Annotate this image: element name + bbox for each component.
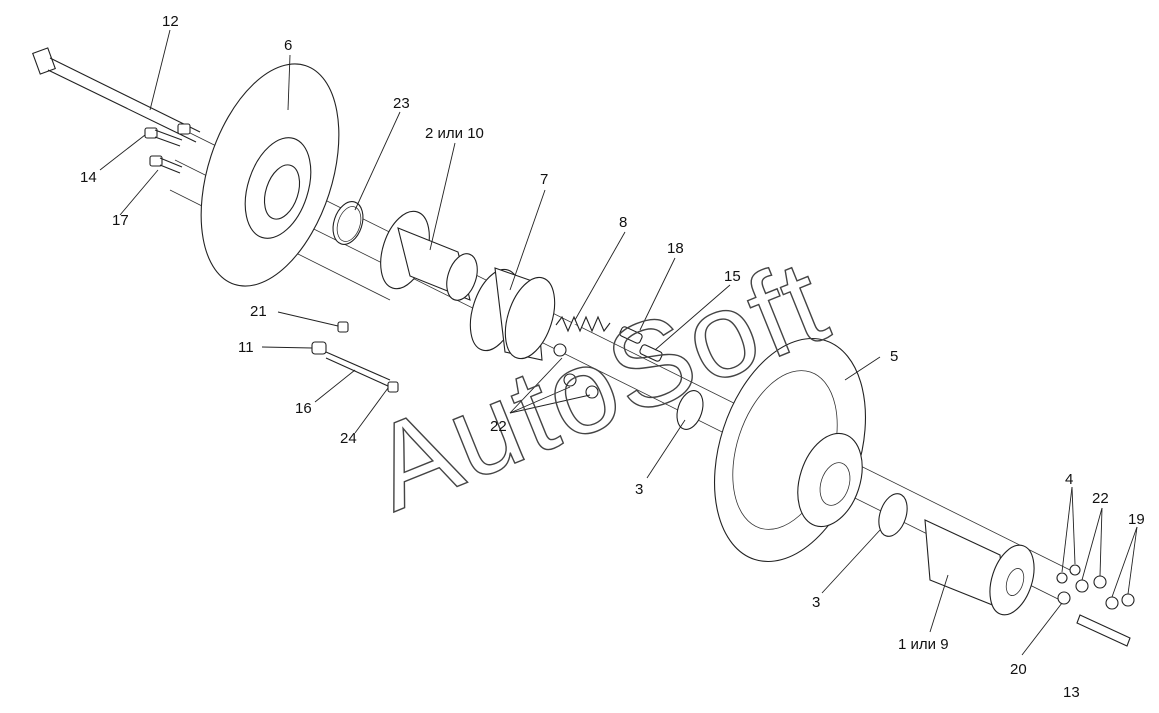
part-18-pin: [619, 326, 643, 344]
label-11: 11: [238, 339, 254, 356]
part-24-nut: [387, 381, 399, 393]
part-21-nut: [337, 321, 349, 333]
part-6-disk: [200, 63, 340, 287]
part-3-circlip-a: [676, 390, 704, 430]
label-21: 21: [250, 303, 267, 320]
label-20: 20: [1010, 661, 1027, 678]
label-14: 14: [80, 169, 97, 186]
part-5-finned-disk: [713, 337, 867, 563]
label-4: 4: [1065, 471, 1073, 488]
part-13-key: [1076, 614, 1131, 647]
label-7: 7: [540, 171, 548, 188]
label-22-right: 22: [1092, 490, 1109, 507]
label-24: 24: [340, 430, 357, 447]
part-17-bolt: [149, 155, 183, 174]
label-3-a: 3: [635, 481, 643, 498]
part-15-pin: [639, 344, 663, 362]
part-14-bolt: [144, 123, 191, 147]
label-22-middle: 22: [490, 418, 507, 435]
label-18: 18: [667, 240, 684, 257]
label-8: 8: [619, 214, 627, 231]
label-5: 5: [890, 348, 898, 365]
part-3-circlip-b: [878, 493, 908, 537]
part-16-rod: [325, 351, 391, 387]
label-3-b: 3: [812, 594, 820, 611]
part-1-or-9-shaft-hub: [924, 519, 1035, 616]
part-20-nut: [1057, 591, 1071, 605]
part-12-long-bolt: [32, 47, 201, 143]
label-2-or-10: 2 или 10: [425, 125, 484, 142]
part-8-spring: [555, 315, 611, 333]
part-22-nuts-right: [1075, 575, 1107, 593]
part-labels: 12 6 23 2 или 10 14 17 7 8 18 15 21 11 1…: [80, 13, 1145, 701]
label-6: 6: [284, 37, 292, 54]
label-17: 17: [112, 212, 129, 229]
label-19: 19: [1128, 511, 1145, 528]
label-23: 23: [393, 95, 410, 112]
part-19-nuts: [1105, 593, 1135, 610]
part-23-ring: [332, 201, 364, 245]
label-15: 15: [724, 268, 741, 285]
part-2-or-10-hub: [380, 210, 478, 301]
label-16: 16: [295, 400, 312, 417]
part-7-drum: [469, 267, 556, 361]
leader-lines: [99, 29, 1138, 656]
part-11-fitting: [311, 341, 327, 355]
label-1-or-9: 1 или 9: [898, 636, 949, 653]
label-13: 13: [1063, 684, 1080, 701]
part-4-washers: [1056, 564, 1081, 584]
label-12: 12: [162, 13, 179, 30]
